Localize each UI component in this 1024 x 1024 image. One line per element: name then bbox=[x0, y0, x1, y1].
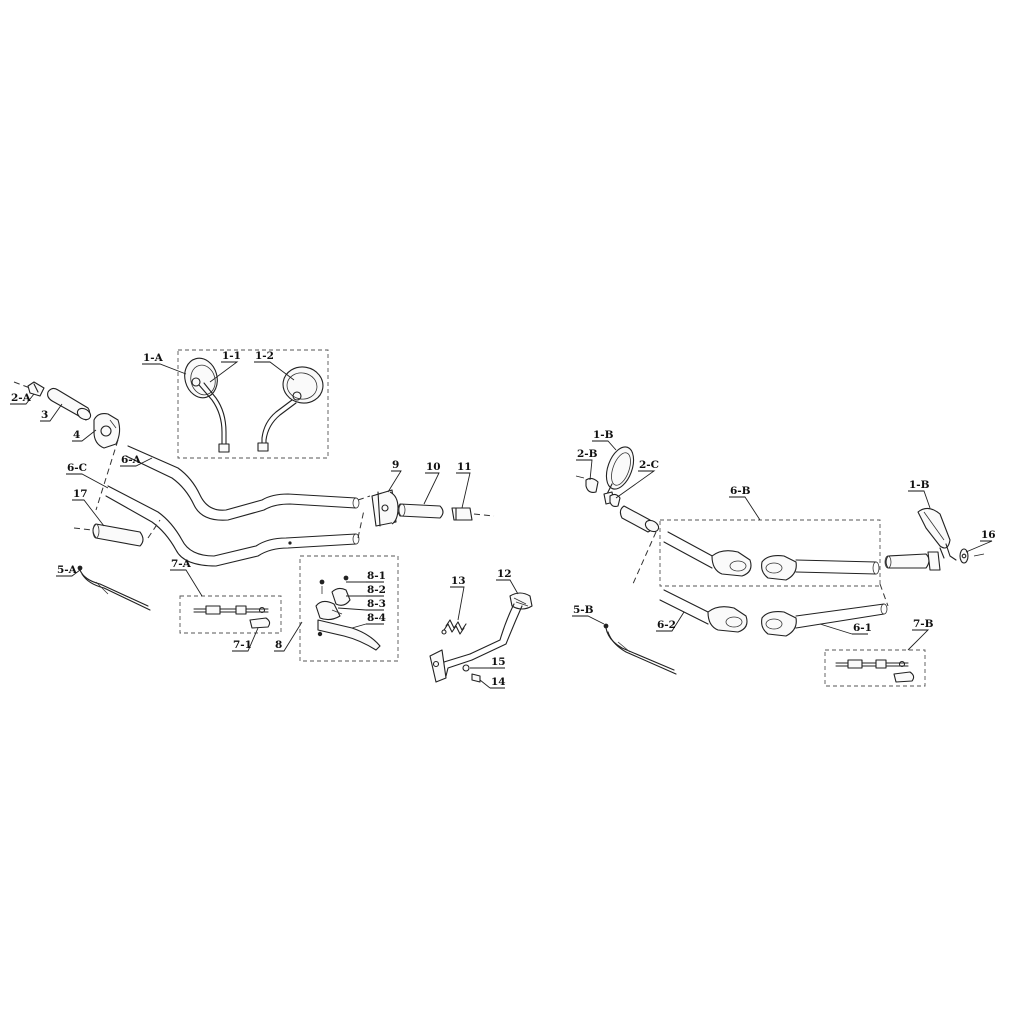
label-9: 9 bbox=[392, 459, 399, 471]
grip-3 bbox=[47, 387, 92, 421]
clip-on-6-1 bbox=[761, 603, 888, 637]
label-13: 13 bbox=[451, 575, 466, 587]
dash-link-6B-right bbox=[879, 583, 889, 607]
label-2B: 2-B bbox=[577, 448, 598, 460]
label-6C: 6-C bbox=[67, 462, 87, 474]
label-1-2: 1-2 bbox=[255, 350, 274, 362]
label-12: 12 bbox=[497, 568, 512, 580]
label-6A: 6-A bbox=[121, 454, 142, 466]
label-16: 16 bbox=[981, 529, 996, 541]
label-1-1: 1-1 bbox=[222, 350, 241, 362]
label-8-1: 8-1 bbox=[367, 570, 386, 582]
cable-kit-7A bbox=[179, 595, 282, 634]
label-8-3: 8-3 bbox=[367, 598, 386, 610]
label-3: 3 bbox=[41, 409, 48, 421]
label-5A: 5-A bbox=[57, 564, 78, 576]
label-17: 17 bbox=[73, 488, 88, 500]
label-1A: 1-A bbox=[143, 352, 164, 364]
spring-13 bbox=[441, 619, 467, 635]
handlebar-6A bbox=[95, 439, 371, 521]
callout-labels: 1-A 1-1 1-2 2-A 3 4 6-A 6-C 17 bbox=[10, 350, 996, 689]
grip-right-side bbox=[619, 505, 660, 533]
handlebar-6C bbox=[105, 485, 365, 567]
bar-end-16 bbox=[959, 548, 985, 564]
lever-assembly-8 bbox=[299, 555, 399, 662]
cable-kit-7B bbox=[824, 649, 926, 687]
throttle-grip-right bbox=[884, 551, 941, 571]
mirror-1B-right bbox=[917, 507, 957, 561]
cable-5A bbox=[77, 565, 151, 611]
label-7-1: 7-1 bbox=[233, 639, 252, 651]
label-8-4: 8-4 bbox=[367, 612, 386, 624]
label-7A: 7-A bbox=[171, 558, 192, 570]
label-14: 14 bbox=[491, 676, 506, 688]
dash-link-6B bbox=[631, 531, 657, 587]
bar-end-11 bbox=[451, 507, 495, 521]
label-1B-left: 1-B bbox=[593, 429, 614, 441]
bolt-14 bbox=[471, 673, 481, 683]
label-6-1: 6-1 bbox=[853, 622, 872, 634]
mirror-1-1 bbox=[184, 357, 230, 453]
label-1B-right: 1-B bbox=[909, 479, 930, 491]
clip-on-6-2 bbox=[659, 589, 748, 633]
throttle-housing-9 bbox=[371, 489, 399, 527]
clip-on-bars-6B bbox=[659, 519, 881, 587]
label-2C: 2-C bbox=[639, 459, 659, 471]
label-15: 15 bbox=[491, 656, 506, 668]
switch-housing-4 bbox=[93, 413, 121, 449]
label-7B: 7-B bbox=[913, 618, 934, 630]
bar-end-2A bbox=[13, 381, 45, 397]
washer-15 bbox=[462, 664, 470, 672]
label-6B: 6-B bbox=[730, 485, 751, 497]
label-10: 10 bbox=[426, 461, 441, 473]
label-6-2: 6-2 bbox=[657, 619, 676, 631]
bar-end-2B bbox=[575, 475, 599, 493]
label-8-2: 8-2 bbox=[367, 584, 386, 596]
throttle-grip-10 bbox=[397, 503, 444, 519]
label-4: 4 bbox=[73, 429, 80, 441]
mirror-set-1A bbox=[177, 349, 329, 459]
label-8: 8 bbox=[275, 639, 282, 651]
cable-5B bbox=[603, 623, 677, 675]
tube-17 bbox=[73, 519, 161, 547]
label-5B: 5-B bbox=[573, 604, 594, 616]
mirror-1-2 bbox=[257, 366, 324, 452]
label-11: 11 bbox=[457, 461, 472, 473]
brake-pedal-12 bbox=[429, 592, 533, 683]
label-2A: 2-A bbox=[11, 392, 32, 404]
